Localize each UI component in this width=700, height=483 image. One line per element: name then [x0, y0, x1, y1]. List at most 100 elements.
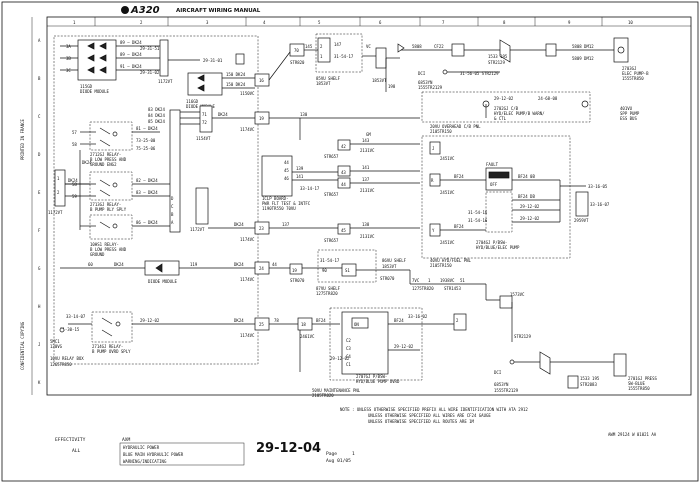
svg-text:33-16-07: 33-16-07	[590, 202, 610, 207]
svg-text:DK24: DK24	[234, 262, 244, 267]
title-block: EFFECTIVITY ALL AXM HYDRAULIC POWER BLUE…	[55, 432, 657, 466]
wires-top-left: 89 — DK24 89 — DK24 91 — DK24 29-31-51 2…	[116, 39, 245, 84]
ref-29-31-02: 29-31-02	[140, 70, 160, 75]
bottom-wires: 78 18 2461VC BF24	[269, 317, 340, 372]
svg-text:145: 145	[305, 44, 313, 49]
svg-text:42: 42	[341, 144, 346, 149]
side-label-top: PRINTED IN FRANCE	[20, 118, 25, 160]
svg-text:33-14-17: 33-14-17	[300, 186, 320, 191]
svg-text:VC: VC	[366, 44, 371, 49]
column-numbers: 1 2 3 4 5 6 7 8 9 10	[73, 17, 633, 26]
svg-text:2: 2	[320, 44, 323, 49]
svg-text:58: 58	[72, 182, 77, 187]
airbus-logo-icon	[121, 6, 129, 14]
svg-text:72: 72	[202, 120, 207, 125]
svg-text:150 DK24: 150 DK24	[226, 72, 246, 77]
svg-text:S1: S1	[345, 268, 350, 273]
svg-text:3C: 3C	[66, 68, 71, 73]
chapter-number: 29-12-04	[256, 441, 321, 456]
svg-text:B: B	[171, 212, 174, 217]
svg-text:1533 195: 1533 195	[488, 54, 508, 59]
svg-text:31-56-05 STR2129: 31-56-05 STR2129	[460, 71, 499, 76]
svg-text:1275TR820: 1275TR820	[412, 286, 434, 291]
svg-text:D: D	[171, 196, 174, 201]
svg-text:1154VT: 1154VT	[196, 136, 211, 141]
col-3: 3	[206, 20, 209, 25]
svg-text:STR657: STR657	[324, 192, 339, 197]
wire-dk24-label: DK24	[114, 262, 124, 267]
side-label-bottom: CONFIDENTIAL COPYING	[20, 321, 25, 370]
svg-text:31-54-17: 31-54-17	[320, 258, 340, 263]
row-b: B	[38, 76, 41, 81]
svg-text:24: 24	[259, 266, 264, 271]
svg-text:19: 19	[259, 116, 264, 121]
svg-text:33-16-02: 33-16-02	[408, 314, 428, 319]
svg-text:5808: 5808	[412, 44, 422, 49]
left-connector: 1 2 1172VT DK24 DK24	[48, 150, 92, 230]
svg-text:C2: C2	[346, 338, 351, 343]
diode-module-3: 60 DK24 DIODE MODULE 119 DK24 24 1174VC	[60, 260, 270, 284]
svg-text:138: 138	[362, 222, 370, 227]
svg-text:2451VC: 2451VC	[440, 156, 455, 161]
center-bus: D C B A 83 DK24 84 DK24 85 DK24 71 72 11…	[148, 105, 270, 233]
col-10: 10	[628, 20, 633, 25]
shelf-86vu-label: 86VU SHELF	[382, 258, 407, 263]
svg-text:1: 1	[428, 278, 431, 283]
svg-text:1938VC: 1938VC	[440, 278, 455, 283]
svg-text:2451VC: 2451VC	[440, 240, 455, 245]
svg-text:5809 DM12: 5809 DM12	[572, 56, 594, 61]
svg-text:DK24: DK24	[234, 222, 244, 227]
svg-text:44: 44	[341, 182, 346, 187]
svg-text:DK24: DK24	[82, 160, 92, 165]
svg-text:29-12-02: 29-12-02	[520, 204, 540, 209]
svg-text:STR657: STR657	[324, 154, 339, 159]
col-9: 9	[568, 20, 571, 25]
relay-box-enclosure	[53, 35, 259, 365]
svg-text:2131VC: 2131VC	[360, 234, 375, 239]
press-switch-wiring: 7VC 1 1938VC 51 1275TR820 STR1453 STR070…	[380, 258, 657, 393]
svg-text:3B: 3B	[66, 56, 71, 61]
svg-text:2959VT: 2959VT	[574, 218, 589, 223]
col-1: 1	[73, 20, 76, 25]
svg-text:DK24: DK24	[218, 112, 228, 117]
svg-text:84 DK24: 84 DK24	[148, 113, 165, 118]
svg-text:59: 59	[72, 194, 77, 199]
svg-text:STR1453: STR1453	[444, 286, 461, 291]
svg-text:89 — DK24: 89 — DK24	[120, 40, 142, 45]
svg-text:Y: Y	[432, 228, 435, 233]
svg-text:C: C	[171, 204, 174, 209]
svg-text:5808 DM12: 5808 DM12	[572, 44, 594, 49]
manual-title: AIRCRAFT WIRING MANUAL	[176, 8, 261, 14]
axm-label: AXM	[122, 437, 131, 443]
svg-text:2461VC: 2461VC	[300, 334, 315, 339]
ovrd-sw-label: 2707GJ P/BSW-HYD/BLUE PUMP OVRD	[356, 374, 400, 384]
svg-text:83 — DK24: 83 — DK24	[136, 190, 158, 195]
row-23-wire: 1172VT DK24 23 1174VC 137	[190, 187, 338, 242]
ref-29-31-51: 29-31-51	[140, 46, 160, 51]
row-f: F	[38, 228, 41, 233]
wire-bf24-label: BF24	[454, 174, 464, 179]
svg-text:7VC: 7VC	[412, 278, 420, 283]
svg-text:51: 51	[460, 278, 465, 283]
svg-text:81 — DK24: 81 — DK24	[136, 126, 158, 131]
ref-31-54-16: 31-54-16	[468, 210, 488, 215]
tlp-board: 44 45 46 1CLP BOARD-PWR FLT TEST & INTFC…	[261, 155, 338, 211]
svg-text:3A: 3A	[66, 44, 71, 49]
svg-text:71: 71	[202, 112, 207, 117]
svg-text:90: 90	[322, 268, 327, 273]
